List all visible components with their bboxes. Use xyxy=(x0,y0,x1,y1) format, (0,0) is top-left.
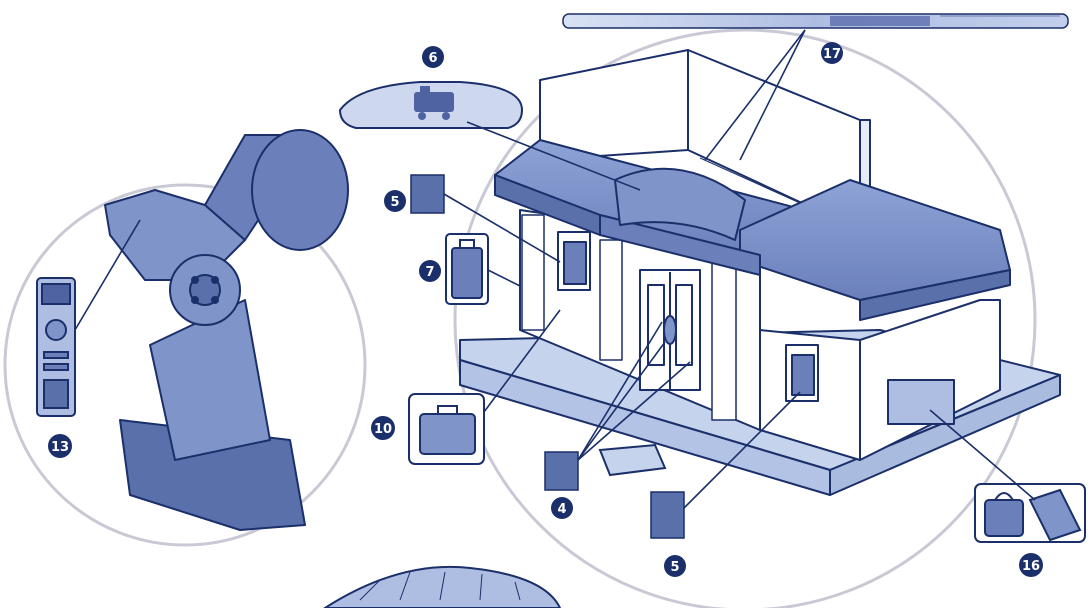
callout-7: 7 xyxy=(419,260,441,282)
callout-label: 5 xyxy=(390,195,399,210)
briefcase-icon xyxy=(420,406,475,454)
callout-label: 17 xyxy=(823,47,841,62)
luggage-sticker-7 xyxy=(446,234,488,304)
sticker-5-top xyxy=(411,175,444,213)
callout-label: 5 xyxy=(670,560,679,575)
callout-label: 6 xyxy=(428,51,437,66)
ramp-piece xyxy=(600,445,665,475)
remote-sticker-13 xyxy=(37,278,75,416)
callout-10: 10 xyxy=(371,416,395,440)
sticker-strip-17 xyxy=(563,14,1068,28)
callout-6: 6 xyxy=(422,46,444,68)
callout-label: 4 xyxy=(557,502,566,517)
window-right xyxy=(786,345,818,401)
callout-5-top: 5 xyxy=(384,190,406,212)
callout-label: 13 xyxy=(51,440,69,455)
front-doors xyxy=(640,270,700,390)
bags-sticker-16 xyxy=(975,484,1085,542)
gear-partial xyxy=(325,567,560,608)
callout-label: 7 xyxy=(425,265,434,280)
window-left xyxy=(558,232,590,290)
callout-label: 10 xyxy=(374,422,392,437)
callout-13: 13 xyxy=(48,434,72,458)
sticker-5-bottom xyxy=(651,492,684,538)
callout-4: 4 xyxy=(551,497,573,519)
sticker-spot-16 xyxy=(888,380,954,424)
station-sign-6 xyxy=(340,82,522,128)
sticker-4 xyxy=(545,452,578,490)
callout-label: 16 xyxy=(1022,559,1040,574)
callout-5-bottom: 5 xyxy=(664,555,686,577)
callout-17: 17 xyxy=(821,42,843,64)
briefcase-sticker-10 xyxy=(409,394,484,464)
callout-16: 16 xyxy=(1019,553,1043,577)
luggage-icon xyxy=(452,240,482,298)
